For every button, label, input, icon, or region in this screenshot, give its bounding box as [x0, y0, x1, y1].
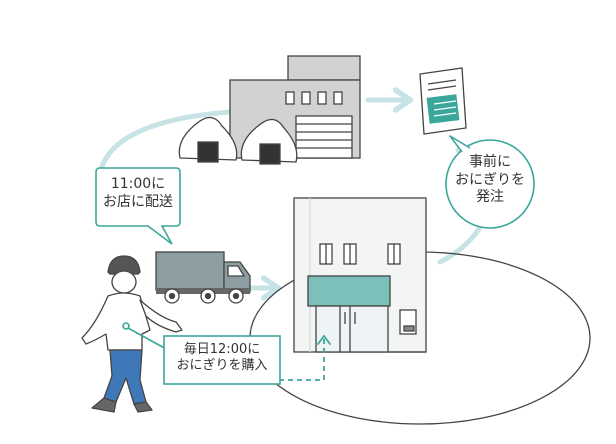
truck-icon [155, 251, 251, 304]
onigiri-icon [178, 116, 238, 163]
delivery-callout-line1: 11:00に [110, 176, 166, 192]
purchase-callout-line1: 毎日12:00に [183, 342, 261, 357]
order-callout-text: 事前に おにぎりを 発注 [448, 154, 532, 207]
purchase-callout-pointer [127, 327, 169, 351]
shop-icon [293, 197, 427, 353]
purchase-callout-box [163, 335, 281, 385]
delivery-callout-line2: お店に配送 [103, 193, 173, 210]
delivery-callout-bubble [95, 167, 181, 245]
order-callout-line3: 発注 [476, 189, 504, 205]
cycle-path-factory-to-truck [97, 109, 233, 178]
order-callout-line2: おにぎりを [455, 171, 525, 188]
purchase-callout-text: 毎日12:00に おにぎりを購入 [164, 342, 280, 375]
purchase-dashed-arrow [270, 338, 325, 381]
onigiri-icon [240, 118, 298, 165]
order-callout-bubble [445, 135, 535, 229]
purchase-dashed-arrowhead [317, 334, 331, 345]
purchase-callout-line2: おにぎりを購入 [176, 358, 268, 374]
order-callout-line1: 事前に [469, 154, 511, 170]
order-sheet-icon [419, 67, 467, 135]
delivery-callout-text: 11:00に お店に配送 [96, 176, 180, 211]
person-icon [81, 255, 183, 413]
